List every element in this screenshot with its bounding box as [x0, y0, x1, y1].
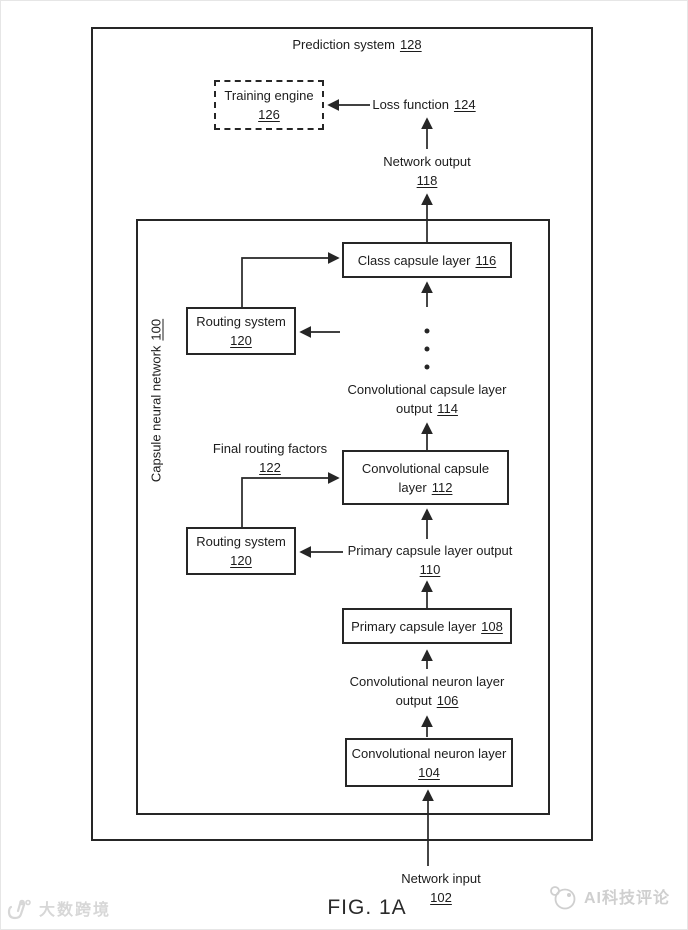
capsule-neural-network-label: Capsule neural network100 — [148, 318, 164, 483]
watermark-left-text: 大数跨境 — [39, 901, 112, 919]
network-output-label: Network output 118 — [383, 154, 471, 188]
figure-caption: FIG. 1A — [327, 896, 407, 919]
training-engine-box: Training engine 126 — [214, 80, 324, 130]
conv-neuron-layer-box: Convolutional neuron layer 104 — [345, 738, 513, 787]
final-routing-factors-label: Final routing factors 122 — [212, 441, 328, 475]
capsule-neural-network-box — [136, 219, 550, 815]
watermark-right: AI科技评论 — [548, 884, 670, 912]
watermark-left-logo-icon — [7, 899, 31, 920]
routing-system-upper-box: Routing system 120 — [186, 307, 296, 355]
prediction-system-box — [91, 27, 593, 841]
training-engine-label: Training engine — [224, 88, 314, 103]
watermark-right-text: AI科技评论 — [584, 889, 671, 907]
primary-capsule-layer-output-label: Primary capsule layer output 110 — [347, 543, 513, 577]
watermark-right-logo-icon — [550, 886, 576, 910]
routing-system-lower-box: Routing system 120 — [186, 527, 296, 575]
network-input-label: Network input 102 — [401, 871, 481, 905]
watermark-left: 大数跨境 — [7, 899, 111, 921]
